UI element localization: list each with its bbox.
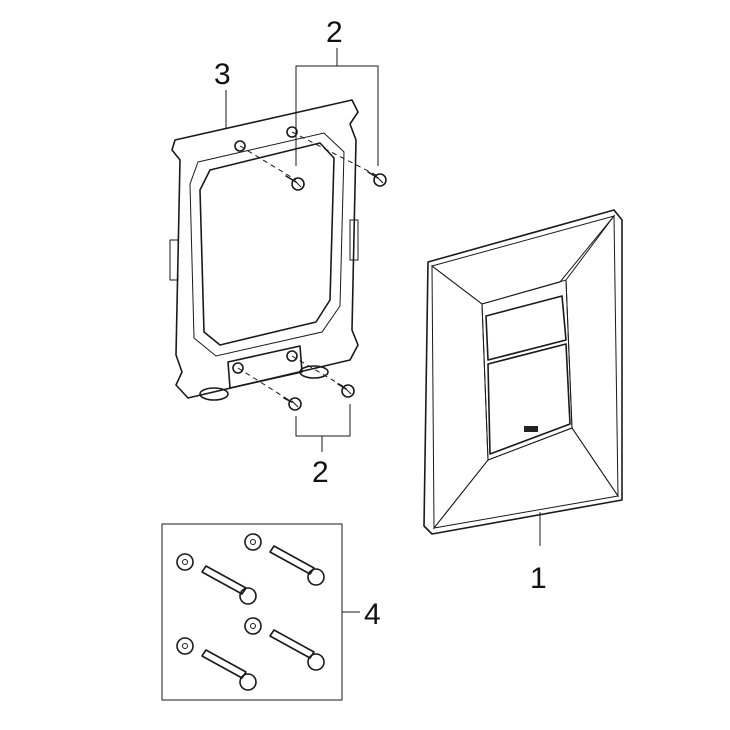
frame-bracket-bottom [227, 345, 303, 389]
flush-button-bottom[interactable] [487, 343, 571, 455]
long-screw-icon [269, 629, 325, 671]
flush-button-top[interactable] [485, 295, 567, 361]
plate-face [481, 279, 573, 461]
mounting-frame [169, 99, 359, 401]
assembly-dash-lines [237, 131, 379, 403]
bracket-screws-top [295, 65, 379, 166]
frame-hole-tl [234, 140, 246, 152]
long-screw-icon [201, 649, 257, 691]
screw-icon [285, 175, 305, 191]
frame-slot-right [349, 219, 359, 261]
plate-right-bevel [565, 214, 619, 498]
frame-inner-rim [189, 132, 345, 357]
frame-window [199, 142, 335, 346]
plate-top-bevel [430, 215, 616, 305]
frame-foot-left [199, 387, 229, 401]
callout-cover-plate: 1 [530, 562, 547, 595]
brand-logo-icon [524, 426, 538, 432]
plate-bottom-bevel [432, 427, 619, 529]
plate-left-bevel [431, 264, 489, 530]
screws-bottom [283, 383, 355, 411]
washer-icon [244, 533, 262, 551]
frame-hole-br [286, 350, 298, 362]
screw-icon [283, 397, 302, 411]
frame-hole-tr [286, 126, 298, 138]
screw-icon [337, 383, 355, 398]
bracket-screws-bottom [295, 404, 351, 437]
fixing-kit [161, 523, 360, 701]
screw-icon [367, 171, 387, 187]
cover-plate [423, 209, 623, 535]
frame-hole-bl [232, 362, 244, 374]
callout-screws-bottom: 2 [312, 456, 329, 489]
frame-foot-right [299, 365, 329, 379]
washer-icon [244, 617, 262, 635]
frame-outline [171, 99, 359, 399]
long-screw-icon [269, 545, 325, 586]
callout-screws-top: 2 [326, 16, 343, 49]
washer-icon [176, 553, 194, 571]
screws-top [285, 171, 387, 191]
callout-fixing-kit: 4 [364, 598, 381, 631]
washer-icon [176, 637, 194, 655]
long-screw-icon [201, 565, 257, 605]
frame-slot-left [169, 239, 179, 281]
plate-outer [423, 209, 623, 535]
callout-frame: 3 [214, 58, 231, 91]
